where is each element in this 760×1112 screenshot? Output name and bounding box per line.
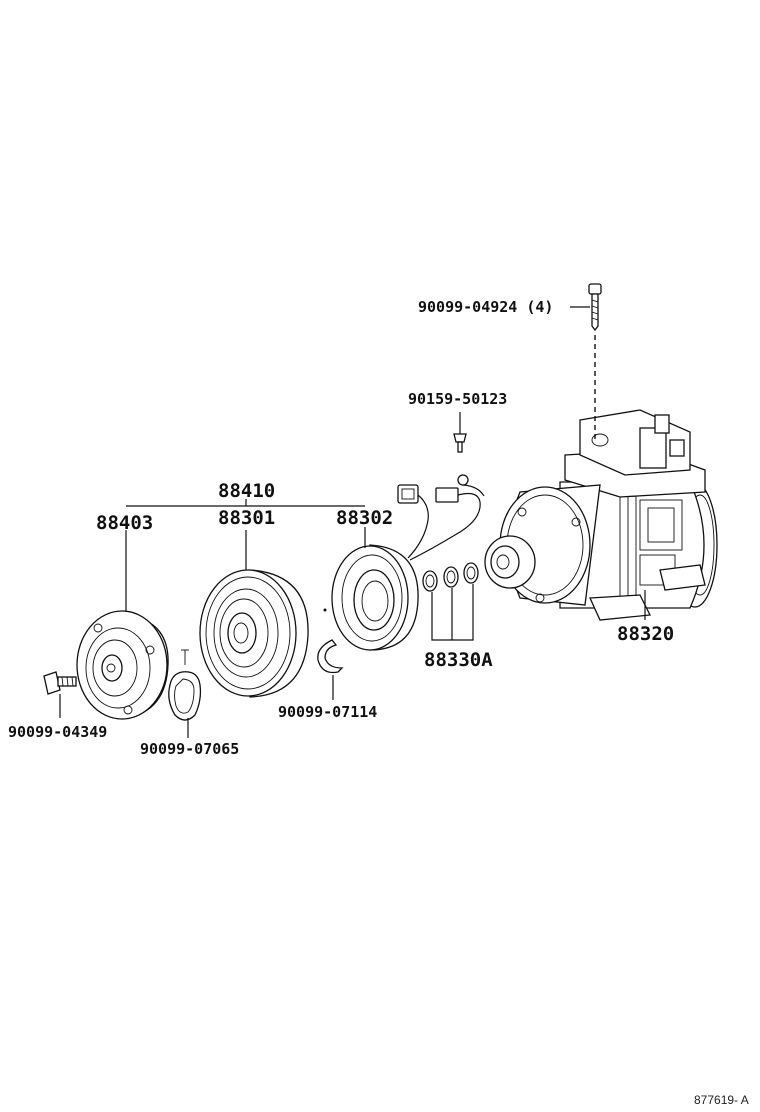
label-88330a: 88330A [424, 649, 493, 671]
label-90159-50123: 90159-50123 [408, 390, 507, 408]
wire-harness[interactable] [397, 474, 485, 561]
label-88301: 88301 [218, 507, 275, 529]
label-88410: 88410 [218, 480, 275, 502]
pressure-plate-88403[interactable] [76, 610, 169, 720]
ring-icon[interactable] [168, 649, 202, 721]
label-88320: 88320 [617, 623, 674, 645]
label-90099-07114: 90099-07114 [278, 703, 377, 721]
bracket-88410 [126, 499, 365, 507]
label-88403: 88403 [96, 512, 153, 534]
shims-88330a[interactable] [422, 562, 479, 592]
label-90099-07065: 90099-07065 [140, 740, 239, 758]
leader-shims [431, 584, 474, 641]
bolt-icon[interactable] [588, 283, 602, 332]
stator-88302[interactable] [331, 544, 419, 651]
screw-icon[interactable] [453, 433, 467, 453]
pulley-88301[interactable] [199, 569, 309, 698]
front-bolt-icon[interactable] [43, 671, 77, 695]
label-90099-04924: 90099-04924 (4) [418, 298, 553, 316]
compressor-88320[interactable] [484, 409, 718, 621]
snap-ring-icon[interactable] [317, 608, 344, 674]
label-88302: 88302 [336, 507, 393, 529]
figure-reference: 877619- A [694, 1093, 749, 1107]
label-90099-04349: 90099-04349 [8, 723, 107, 741]
